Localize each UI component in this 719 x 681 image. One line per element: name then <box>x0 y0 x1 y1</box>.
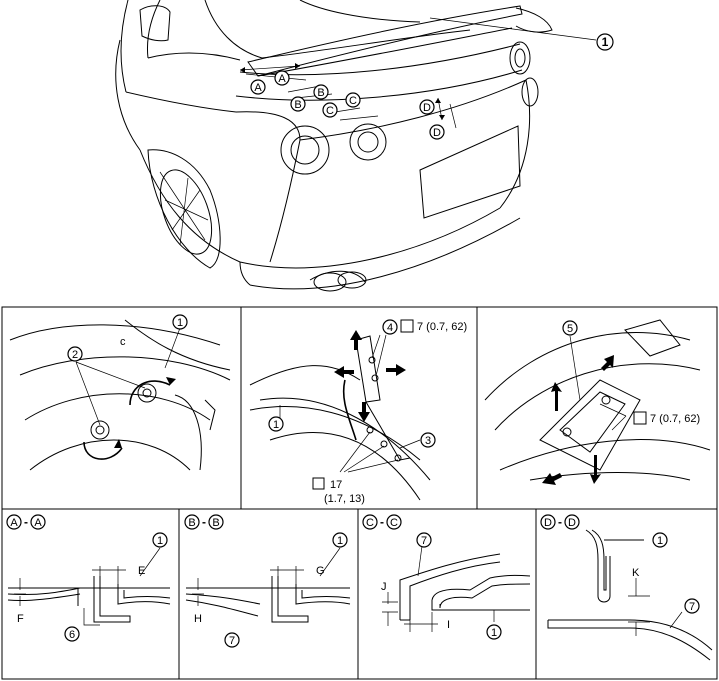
callout-1-panel1: 1 <box>172 314 188 330</box>
svg-text:A: A <box>278 73 286 85</box>
svg-text:B: B <box>212 517 219 529</box>
svg-text:3: 3 <box>425 435 431 447</box>
svg-text:1: 1 <box>337 535 343 547</box>
svg-text:H: H <box>194 613 202 625</box>
svg-text:C: C <box>366 517 374 529</box>
svg-text:1: 1 <box>602 35 609 49</box>
section-marker-b1: B <box>290 96 306 112</box>
svg-text:(1.7, 13): (1.7, 13) <box>324 493 365 505</box>
section-dd: D - D K 1 7 <box>540 514 713 661</box>
svg-text:J: J <box>381 581 387 593</box>
svg-text:D: D <box>568 517 576 529</box>
svg-text:1: 1 <box>177 317 183 329</box>
callout-4: 4 <box>382 319 398 335</box>
svg-text:1: 1 <box>157 535 163 547</box>
section-aa-title: A - A <box>6 514 46 530</box>
svg-text:A: A <box>10 517 18 529</box>
callout-7-sec-bb: 7 <box>224 632 240 648</box>
section-cc: C - C J I 7 1 <box>362 514 531 640</box>
svg-text:6: 6 <box>69 629 75 641</box>
svg-text:5: 5 <box>567 323 573 335</box>
section-marker-d1: D <box>419 99 435 115</box>
torque-spec-lock: 7 (0.7, 62) <box>633 411 700 425</box>
svg-text:17: 17 <box>330 479 342 491</box>
callout-1-sec-bb: 1 <box>332 532 348 548</box>
svg-text:C: C <box>390 517 398 529</box>
panel-hinge-bolts <box>249 330 431 501</box>
svg-text:7: 7 <box>421 535 427 547</box>
callout-2: 2 <box>67 346 83 362</box>
callout-1-sec-aa: 1 <box>152 532 168 548</box>
svg-text:2: 2 <box>72 349 78 361</box>
panel-spoiler-nuts: c <box>9 319 231 471</box>
svg-text:1: 1 <box>657 535 663 547</box>
callout-1-panel2: 1 <box>268 416 284 432</box>
svg-text:-: - <box>24 515 28 529</box>
callout-3: 3 <box>420 432 436 448</box>
callout-7-sec-dd: 7 <box>684 598 700 614</box>
svg-text:1: 1 <box>273 419 279 431</box>
svg-text:A: A <box>254 82 262 94</box>
callout-1-top: 1 <box>596 33 614 51</box>
torque-spec-hinge: 7 (0.7, 62) <box>400 319 467 333</box>
svg-text:7: 7 <box>689 601 695 613</box>
svg-text:7 (0.7, 62): 7 (0.7, 62) <box>650 413 700 425</box>
svg-text:I: I <box>447 619 450 631</box>
svg-text:K: K <box>632 567 640 579</box>
svg-text:C: C <box>326 105 334 117</box>
section-bb-title: B - B <box>184 514 224 530</box>
section-marker-d2: D <box>429 124 445 140</box>
section-bb: B - B G H 1 7 <box>184 514 351 648</box>
svg-text:-: - <box>202 515 206 529</box>
svg-text:-: - <box>558 515 562 529</box>
section-marker-a1: A <box>250 79 266 95</box>
section-aa: A - A E F 1 6 <box>6 514 171 642</box>
svg-text:G: G <box>316 565 325 577</box>
svg-text:4: 4 <box>387 322 393 334</box>
callout-1-sec-dd: 1 <box>652 532 668 548</box>
svg-text:B: B <box>317 87 324 99</box>
svg-text:B: B <box>188 517 195 529</box>
svg-text:D: D <box>423 102 431 114</box>
callout-1-sec-cc: 1 <box>486 624 502 640</box>
svg-text:7 (0.7, 62): 7 (0.7, 62) <box>417 321 467 333</box>
car-rear-view <box>115 0 597 292</box>
callout-7-sec-cc: 7 <box>416 532 432 548</box>
section-dd-title: D - D <box>540 514 580 530</box>
svg-text:C: C <box>349 95 357 107</box>
svg-text:D: D <box>433 127 441 139</box>
section-cc-title: C - C <box>362 514 402 530</box>
section-marker-b2: B <box>313 84 329 100</box>
svg-text:F: F <box>17 613 24 625</box>
svg-text:E: E <box>138 565 145 577</box>
section-marker-a2: A <box>274 70 290 86</box>
svg-text:B: B <box>294 99 301 111</box>
callout-5: 5 <box>562 320 578 336</box>
svg-text:-: - <box>380 515 384 529</box>
section-marker-c1: C <box>322 102 338 118</box>
svg-text:7: 7 <box>229 635 235 647</box>
panel-lock-adjust <box>484 319 711 485</box>
svg-text:A: A <box>34 517 42 529</box>
svg-text:c: c <box>120 336 126 348</box>
callout-6: 6 <box>64 626 80 642</box>
torque-spec-bolts: 17 (1.7, 13) <box>312 477 365 505</box>
svg-text:D: D <box>544 517 552 529</box>
section-marker-c2: C <box>345 92 361 108</box>
svg-text:1: 1 <box>491 627 497 639</box>
